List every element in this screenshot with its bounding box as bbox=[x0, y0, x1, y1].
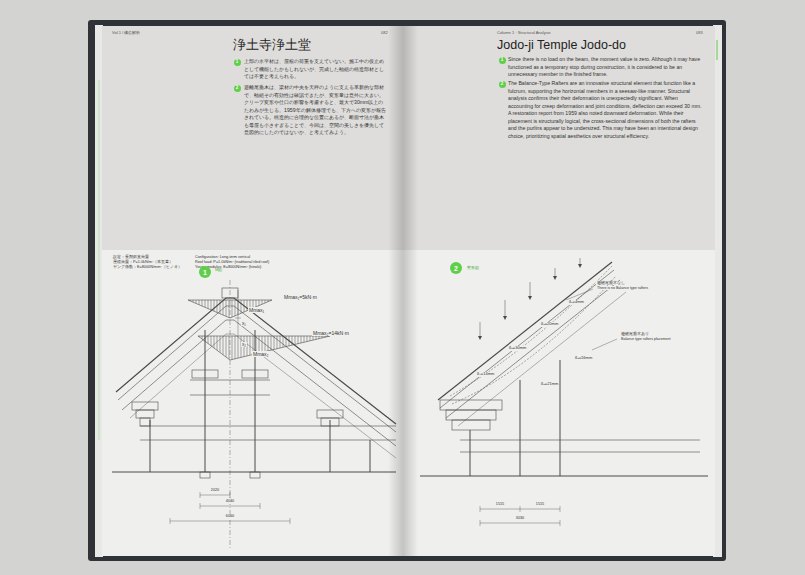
callout-note: Balance type rafters placement bbox=[620, 337, 672, 341]
figure-label: M図 bbox=[214, 268, 223, 273]
deflection-value: δ₃=30mm bbox=[508, 346, 527, 351]
dimension: 1515 bbox=[535, 502, 545, 507]
callout-number: 1 bbox=[234, 59, 241, 66]
deflection-value: δ₁=4mm bbox=[568, 300, 585, 305]
distance-label: x₁ bbox=[241, 321, 247, 326]
moment-value: Mmax₂=14kN·m bbox=[312, 330, 350, 336]
dimension: 6060 bbox=[225, 514, 235, 519]
callout-number: 2 bbox=[450, 262, 462, 274]
dimension: 2020 bbox=[210, 488, 220, 493]
callout-number: 1 bbox=[499, 57, 506, 64]
callout-number-text: 1 bbox=[501, 58, 504, 63]
moment-label: Mmax₁ bbox=[248, 307, 265, 313]
body-paragraph: 上部の水平材は、屋根の荷重を支えていない。施工中の仮止めとして機能したかもしれな… bbox=[244, 58, 386, 81]
figure-label: 変形図 bbox=[466, 266, 480, 271]
page-number: 083 bbox=[696, 31, 703, 36]
body-paragraph: 遊離尾垂木は、梁材の中央を天秤のように支える革新的な部材で、軸組その有効性は確認… bbox=[244, 84, 386, 137]
load-note: Roof load: P=1.0kN/m² (traditional tiled… bbox=[194, 260, 270, 265]
callout-number-text: 2 bbox=[501, 82, 504, 87]
callout-note: 遊離尾垂木なし bbox=[596, 281, 626, 285]
deflection-value: δ₂=20mm bbox=[540, 322, 559, 327]
body-paragraph: The Balance-Type Rafters are an innovati… bbox=[508, 80, 703, 140]
body-paragraph: Since there is no load on the beam, the … bbox=[508, 56, 703, 79]
callout-note: 遊離尾垂木あり bbox=[620, 332, 650, 336]
load-note: Configuration: Long-term vertical bbox=[194, 255, 251, 260]
dimension: 1515 bbox=[495, 502, 505, 507]
load-note: 屋根荷重：P=1.0kN/m²（本瓦葺） bbox=[112, 260, 174, 265]
load-note: 設定：長期鉛直荷重 bbox=[112, 255, 150, 260]
moment-label: Mmax₂ bbox=[252, 351, 270, 357]
callout-number-text: 1 bbox=[236, 60, 239, 65]
dimension: 3030 bbox=[515, 516, 525, 521]
distance-label: x₂ bbox=[241, 342, 247, 347]
running-head: Column 1 · Structural Analysis bbox=[497, 31, 551, 36]
callout-number-text: 2 bbox=[236, 86, 239, 91]
moment-value: Mmax₁=5kN·m bbox=[283, 294, 318, 300]
running-head: Vol.1 / 構造解析 bbox=[112, 31, 140, 36]
callout-number: 2 bbox=[234, 85, 241, 92]
dimension: 4040 bbox=[225, 499, 235, 504]
page-title: Jodo-ji Temple Jodo-do bbox=[497, 38, 626, 53]
deflection-value: δ₄=14mm bbox=[476, 372, 495, 377]
page-number: 082 bbox=[381, 31, 388, 36]
deflection-value: δ₃=21mm bbox=[540, 382, 559, 387]
load-note: ヤング係数：E=8000N/mm²（ヒノキ） bbox=[112, 265, 183, 270]
callout-number-text: 2 bbox=[454, 265, 458, 272]
callout-number-text: 1 bbox=[203, 269, 207, 276]
callout-number: 2 bbox=[499, 81, 506, 88]
deflection-value: δ₂=16mm bbox=[574, 356, 593, 361]
callout-note: There is no Balance type rafters bbox=[596, 286, 649, 290]
page-title: 浄土寺浄土堂 bbox=[233, 38, 311, 53]
callout-number: 1 bbox=[199, 266, 211, 278]
